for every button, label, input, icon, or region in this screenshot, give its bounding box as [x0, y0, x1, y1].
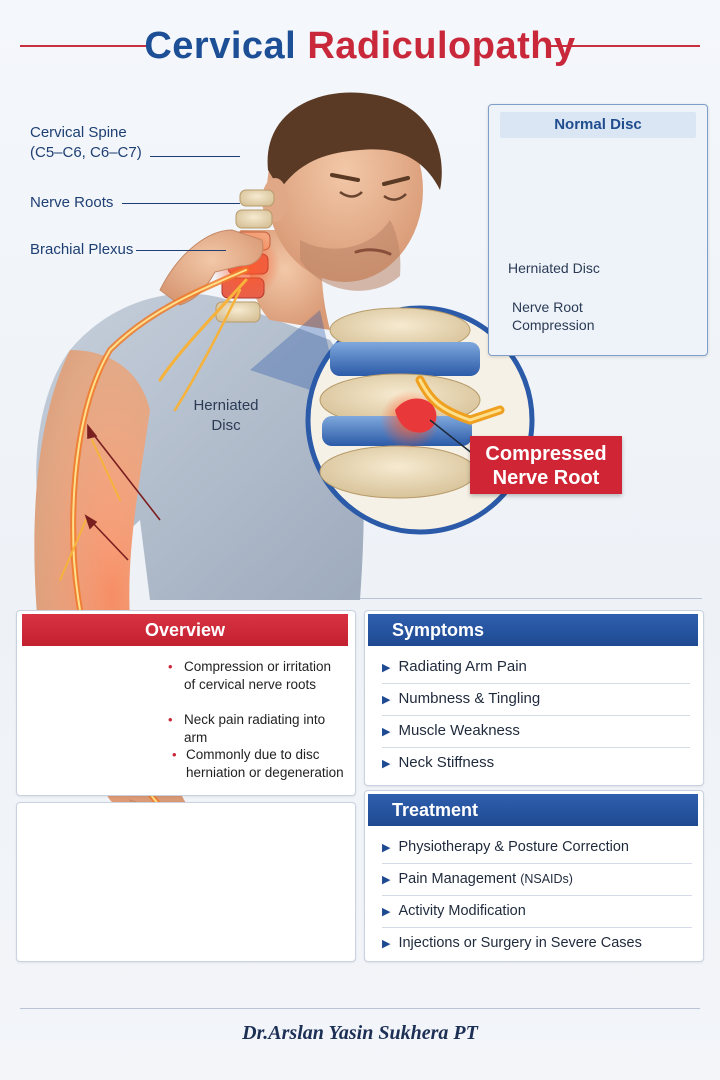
overview-item-1: • Compression or irritation of cervical … [168, 658, 350, 694]
label-cervical-spine-line1: Cervical Spine [30, 124, 127, 141]
treatment-item: ▶ Injections or Surgery in Severe Cases [382, 928, 692, 959]
treatment-item: ▶ Physiotherapy & Posture Correction [382, 832, 692, 864]
compressed-line2: Nerve Root [492, 467, 600, 489]
triangle-bullet-icon: ▶ [382, 726, 391, 738]
symptom-text: Radiating Arm Pain [398, 658, 527, 675]
overview-item-1-line1: Compression or irritation [184, 659, 332, 674]
triangle-bullet-icon: ▶ [382, 694, 391, 706]
symptom-text: Neck Stiffness [398, 754, 495, 771]
symptoms-list: ▶ Radiating Arm Pain ▶ Numbness & Tingling… [382, 652, 690, 779]
section-divider [360, 598, 702, 599]
label-cervical-spine-line2: (C5–C6, C6–C7) [30, 144, 142, 161]
overview-bullet-2: • [168, 712, 173, 727]
overview-bullet-3: • [172, 747, 177, 762]
overview-heading: Overview [22, 614, 348, 646]
compressed-line1: Compressed [485, 443, 607, 465]
title-rule-right [548, 45, 700, 47]
normal-disc-heading: Normal Disc [500, 112, 696, 138]
label-herniated-line1: Herniated [193, 397, 259, 414]
triangle-bullet-icon: ▶ [382, 662, 391, 674]
label-nerve-roots: Nerve Roots [30, 194, 114, 211]
symptom-item: ▶ Radiating Arm Pain [382, 652, 690, 684]
treatment-heading: Treatment [368, 794, 698, 826]
leader-cervical-spine [150, 156, 240, 157]
page-title: Cervical Radiculopathy [0, 18, 720, 74]
overview-item-2-line1: Neck pain radiating into arm [184, 712, 326, 745]
symptoms-heading: Symptoms [368, 614, 698, 646]
treatment-item: ▶ Pain Management (NSAIDs) [382, 864, 692, 896]
label-brachial-plexus: Brachial Plexus [30, 241, 134, 258]
panel-compression-line1: Nerve Root [512, 299, 583, 315]
symptom-item: ▶ Numbness & Tingling [382, 684, 690, 716]
symptom-item: ▶ Muscle Weakness [382, 716, 690, 748]
title-part-2: Radiculopathy [307, 25, 576, 67]
treatment-item: ▶ Activity Modification [382, 896, 692, 928]
leader-brachial-plexus [136, 250, 226, 251]
panel-herniated-disc-label: Herniated Disc [508, 260, 600, 276]
title-rule-left [20, 45, 150, 47]
symptom-text: Numbness & Tingling [398, 690, 541, 707]
triangle-bullet-icon: ▶ [382, 906, 391, 918]
treatment-text: Injections or Surgery in Severe Cases [398, 935, 642, 951]
panel-nerve-compression-label: Nerve Root Compression [512, 298, 594, 334]
label-herniated-disc: Herniated Disc [186, 396, 266, 436]
triangle-bullet-icon: ▶ [382, 842, 391, 854]
treatment-list: ▶ Physiotherapy & Posture Correction ▶ Pai… [382, 832, 692, 959]
treatment-text: Pain Management [398, 871, 521, 887]
treatment-text: Physiotherapy & Posture Correction [398, 839, 629, 855]
triangle-bullet-icon: ▶ [382, 938, 391, 950]
panel-compression-line2: Compression [512, 317, 595, 333]
footer-author: Dr.Arslan Yasin Sukhera PT [242, 1022, 478, 1044]
triangle-bullet-icon: ▶ [382, 758, 391, 770]
treatment-note: (NSAIDs) [520, 872, 573, 886]
symptom-item: ▶ Neck Stiffness [382, 748, 690, 779]
overview-item-3: • Commonly due to disc herniation or deg… [172, 746, 352, 782]
overview-item-1-line2: of cervical nerve roots [184, 677, 317, 692]
overview-item-3-line2: herniation or degeneration [186, 765, 344, 780]
label-cervical-spine: Cervical Spine (C5–C6, C6–C7) [30, 123, 170, 163]
overview-bullet-1: • [168, 659, 173, 674]
head [262, 92, 442, 291]
title-part-1: Cervical [144, 25, 297, 67]
footer-rule [20, 1008, 700, 1009]
empty-lower-left-box [16, 802, 356, 962]
overview-item-2: • Neck pain radiating into arm [168, 711, 350, 747]
leader-nerve-roots [122, 203, 240, 204]
treatment-text: Activity Modification [398, 903, 526, 919]
label-herniated-line2: Disc [211, 417, 241, 434]
normal-disc-panel [488, 104, 708, 356]
compressed-nerve-root-label: Compressed Nerve Root [470, 436, 622, 494]
symptom-text: Muscle Weakness [398, 722, 520, 739]
overview-item-3-line1: Commonly due to disc [186, 747, 320, 762]
triangle-bullet-icon: ▶ [382, 874, 391, 886]
